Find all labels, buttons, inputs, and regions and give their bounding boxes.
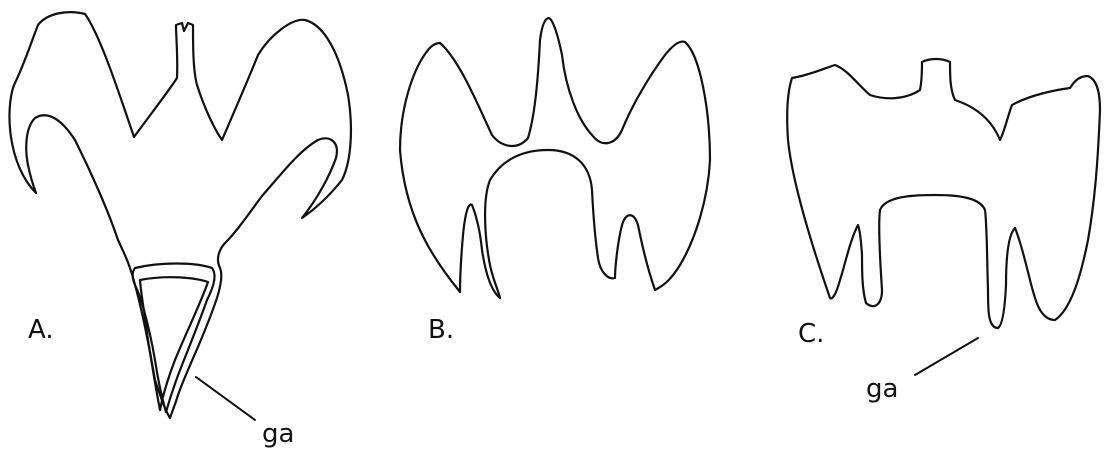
panel-b-label: B. <box>428 315 454 345</box>
panel-a-outer-outline <box>9 12 350 418</box>
annotations: ga ga <box>196 338 978 449</box>
ga-leader-a <box>196 377 255 420</box>
panel-c-outline <box>787 59 1100 328</box>
panel-c: C. <box>787 59 1100 349</box>
ga-label-a: ga <box>262 419 294 449</box>
panel-a-ring-inner-outline <box>140 277 208 410</box>
ga-leader-c <box>915 338 978 375</box>
panel-b: B. <box>400 18 710 345</box>
panel-a: A. <box>9 12 350 418</box>
panel-b-outline <box>400 18 710 298</box>
panel-a-label: A. <box>28 315 54 345</box>
panel-c-label: C. <box>798 319 824 349</box>
ga-label-c: ga <box>866 374 898 404</box>
